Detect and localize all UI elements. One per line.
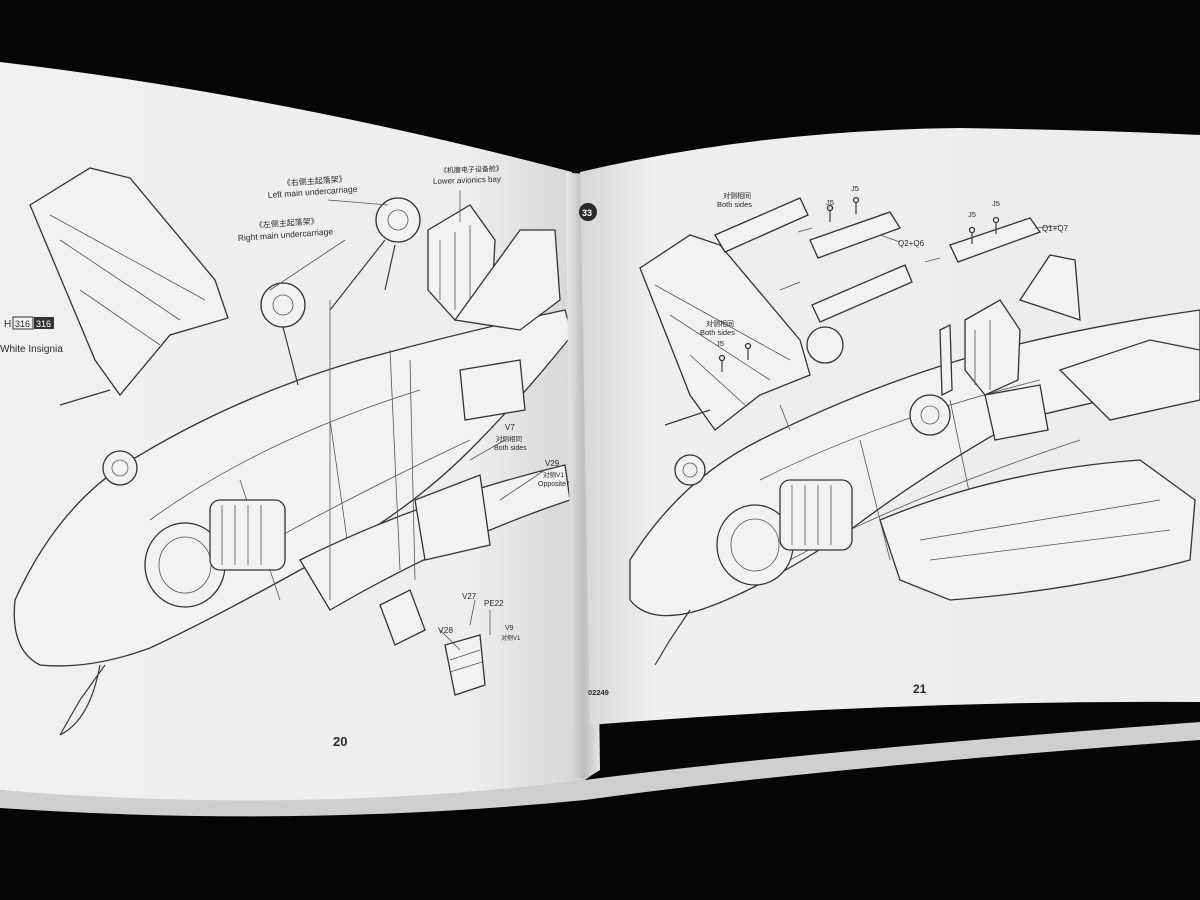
right-aircraft-illustration (629, 196, 1200, 666)
label-v29-cn: 对侧V1 (543, 470, 564, 479)
label-v9-cn: 对侧V1 (501, 634, 521, 642)
step-number: 33 (582, 208, 592, 218)
label-avionics-cn: 《机腹电子设备舱》 (440, 164, 503, 175)
label-j5-d: J5 (968, 210, 976, 219)
right-page: 33 (579, 128, 1200, 725)
label-both-sides-en-2: Both sides (700, 328, 735, 337)
edge-label-h: H (4, 319, 11, 330)
label-j5-a: J5 (851, 184, 859, 193)
label-v7-cn: 对侧相同 (496, 434, 522, 443)
label-right-main-cn: 《左侧主起落架》 (254, 216, 319, 230)
label-both-sides-cn-2: 对侧相同 (706, 319, 734, 328)
left-page: 《右侧主起落架》 Left main undercarriage 《左侧主起落架… (0, 62, 585, 801)
edge-badge-b: 316 (36, 319, 51, 329)
left-page-number: 20 (333, 734, 347, 749)
label-left-main-cn: 《右侧主起落架》 (282, 174, 347, 188)
label-v7: V7 (505, 423, 515, 432)
label-avionics-en: Lower avionics bay (433, 175, 501, 186)
label-pe22: PE22 (484, 599, 504, 608)
right-page-number: 21 (913, 682, 927, 696)
edge-badge-b-box (34, 317, 54, 329)
catalog-code: 02249 (588, 688, 609, 697)
label-v29: V29 (545, 459, 560, 468)
page-stack-edge (0, 722, 1200, 817)
label-v28: V28 (438, 625, 453, 635)
edge-badge-a: 316 (15, 319, 30, 329)
label-j5-e: J5 (716, 339, 724, 348)
label-v7-en: Both sides (494, 445, 527, 452)
label-both-sides-cn-1: 对侧相同 (723, 191, 751, 200)
label-q2-q6: Q2+Q6 (898, 239, 925, 248)
left-aircraft-illustration (13, 167, 573, 736)
label-v27: V27 (462, 592, 477, 601)
step-badge (579, 203, 597, 221)
label-j5-c: J5 (992, 199, 1000, 208)
edge-label-white-insignia: White Insignia (0, 344, 63, 355)
edge-badge-a-box (12, 316, 34, 330)
label-q1-q7: Q1+Q7 (1042, 224, 1069, 233)
label-v29-en: Opposite V1 (538, 481, 577, 488)
label-v9: V9 (505, 625, 514, 632)
label-both-sides-en-1: Both sides (717, 200, 752, 209)
label-j5-b: J5 (826, 198, 834, 207)
